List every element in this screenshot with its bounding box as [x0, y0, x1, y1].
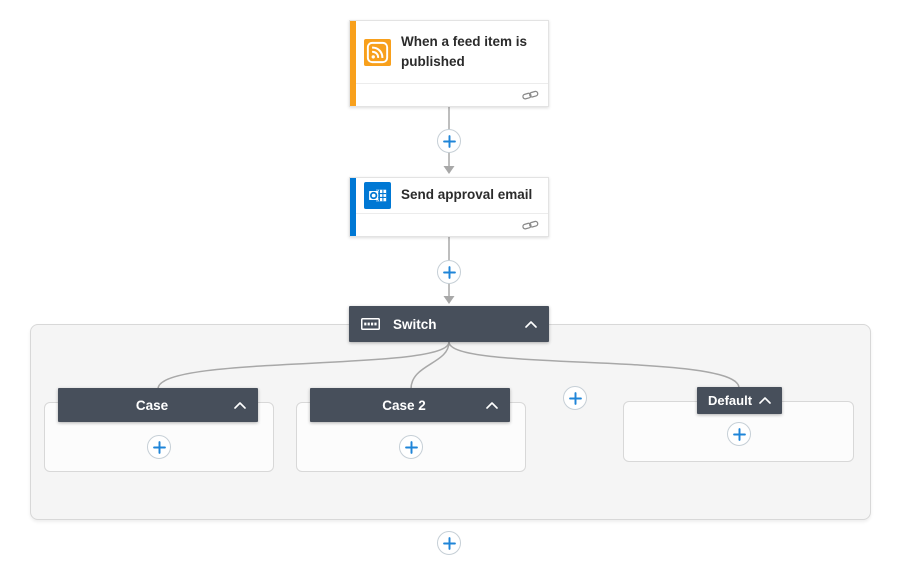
add-action-default-button[interactable] — [727, 422, 751, 446]
outlook-icon — [364, 182, 391, 209]
default-header[interactable]: Default — [697, 387, 782, 414]
insert-step-button-1[interactable] — [437, 129, 461, 153]
chevron-up-icon[interactable] — [525, 320, 537, 328]
chevron-up-icon[interactable] — [234, 401, 246, 409]
plus-icon — [732, 427, 746, 441]
case2-header[interactable]: Case 2 — [310, 388, 510, 422]
arrowhead-icon — [443, 296, 455, 304]
switch-title: Switch — [393, 316, 437, 332]
plus-icon — [568, 391, 582, 405]
chevron-up-icon[interactable] — [486, 401, 498, 409]
add-case-button[interactable] — [563, 386, 587, 410]
rss-icon — [364, 38, 391, 66]
trigger-card-feed-item-published[interactable]: When a feed item is published — [349, 20, 549, 107]
chevron-up-icon[interactable] — [759, 397, 771, 404]
connections-icon — [522, 90, 539, 100]
add-action-case2-button[interactable] — [399, 435, 423, 459]
action-accent-bar — [350, 178, 356, 236]
add-action-case1-button[interactable] — [147, 435, 171, 459]
default-title: Default — [707, 393, 753, 408]
plus-icon — [442, 134, 456, 148]
case1-header[interactable]: Case — [58, 388, 258, 422]
case1-title: Case — [135, 397, 169, 413]
trigger-accent-bar — [350, 21, 356, 106]
case2-title: Case 2 — [382, 397, 426, 413]
insert-step-button-2[interactable] — [437, 260, 461, 284]
plus-icon — [152, 440, 166, 454]
arrowhead-icon — [443, 166, 455, 174]
plus-icon — [442, 536, 456, 550]
trigger-card-title: When a feed item is published — [401, 33, 528, 69]
action-card-send-approval-email[interactable]: Send approval email — [349, 177, 549, 237]
plus-icon — [442, 265, 456, 279]
switch-scope-header[interactable]: Switch — [349, 306, 549, 342]
connections-icon — [522, 220, 539, 230]
new-step-button[interactable] — [437, 531, 461, 555]
action-card-title: Send approval email — [401, 187, 533, 203]
plus-icon — [404, 440, 418, 454]
switch-control-icon — [361, 318, 380, 330]
